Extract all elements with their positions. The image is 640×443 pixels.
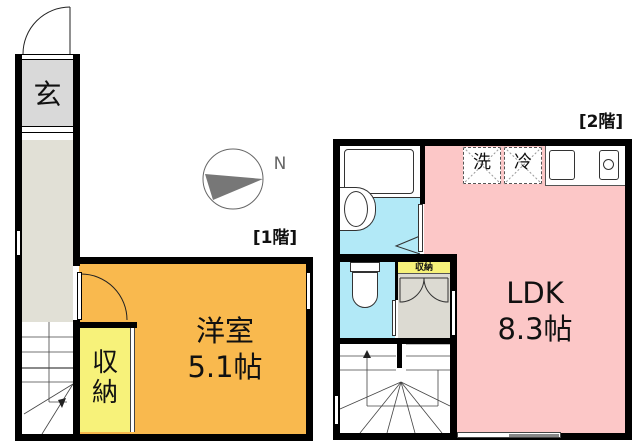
wall: [420, 146, 425, 204]
entrance-step: [22, 54, 73, 60]
washroom-door: [418, 204, 423, 252]
toilet-tank: [350, 262, 380, 272]
wall: [333, 254, 457, 262]
storage-1f: [80, 328, 130, 432]
closet-2f: [398, 262, 450, 338]
western-room-door-swing: [80, 273, 128, 321]
closet-2f-label: 収納: [414, 263, 433, 273]
bathtub-inner: [344, 149, 414, 194]
closet-2f-label-bar: [398, 262, 450, 274]
ldk-size: 8.3帖: [497, 312, 573, 346]
western-room-size: 5.1帖: [187, 350, 263, 384]
wall: [333, 139, 632, 146]
wall: [450, 254, 457, 437]
wall: [73, 54, 80, 266]
hallway-1f: [22, 140, 73, 325]
toilet-door: [392, 300, 396, 336]
stairs-1f-lines: [22, 322, 74, 435]
floor-2-label: [2階]: [578, 112, 624, 132]
compass-icon: [202, 148, 264, 210]
wall: [80, 322, 137, 328]
stove-icon: [599, 150, 619, 180]
wall: [306, 257, 313, 441]
wall: [15, 434, 313, 441]
entrance-step-lower: [22, 126, 73, 133]
western-room-door-opening: [77, 272, 82, 320]
window: [451, 290, 456, 336]
storage-1f-label-2: 納: [91, 378, 118, 408]
stairs-1f: [22, 322, 73, 434]
wall: [73, 257, 313, 264]
wall: [73, 320, 80, 441]
stairs-2f: [340, 344, 450, 433]
washer-label: 洗: [473, 152, 491, 173]
storage-1f-label-1: 収: [91, 348, 118, 378]
ldk-name: LDK: [506, 276, 564, 310]
window: [334, 395, 339, 425]
washbasin-bowl: [344, 191, 368, 227]
kitchen-sink-icon: [549, 150, 575, 180]
compass-north-label: N: [273, 154, 287, 174]
wall: [333, 338, 457, 344]
washroom-door-swing: [394, 235, 421, 255]
toilet-bowl: [352, 272, 378, 308]
washer-cross: [462, 146, 502, 185]
stove-burner-icon: [603, 159, 614, 170]
wall: [395, 262, 398, 300]
stairs-2f-lines: [339, 343, 451, 434]
entrance-door-swing: [22, 6, 71, 55]
wall: [397, 338, 402, 368]
window: [16, 230, 21, 256]
floor-1-label: [1階]: [252, 228, 298, 248]
storage-1f-door: [130, 328, 135, 432]
fridge-label: 冷: [514, 152, 532, 173]
wall: [625, 139, 632, 440]
sliding-window-pane: [509, 434, 559, 437]
fridge-cross: [503, 146, 543, 185]
wall: [333, 139, 340, 440]
entrance-label: 玄: [33, 78, 62, 111]
ldk-room: [424, 146, 625, 433]
western-room-name: 洋室: [195, 314, 254, 348]
closet-2f-door-swing: [399, 277, 449, 303]
entrance-area: [22, 60, 73, 126]
window: [306, 272, 311, 310]
